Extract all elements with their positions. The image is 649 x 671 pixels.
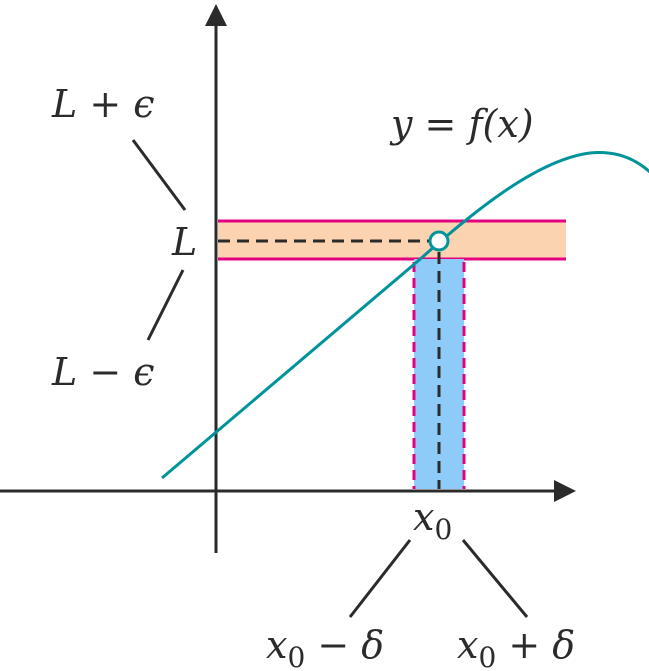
label-x0-plus-rest: + δ (496, 623, 575, 667)
label-x0-plus-delta: x0 + δ (457, 623, 575, 671)
label-x0-base: x (413, 495, 434, 539)
label-l-plus-epsilon: L + ϵ (51, 82, 155, 126)
label-x0-minus-subscript: 0 (287, 641, 305, 671)
function-curve (161, 151, 649, 480)
x-axis-arrowhead (554, 480, 576, 502)
label-x0-minus-delta: x0 − δ (266, 623, 384, 671)
y-axis-arrowhead (205, 4, 227, 26)
leader-line-l-plus-epsilon (131, 139, 187, 211)
leader-line-x0-plus-delta (461, 539, 529, 618)
label-l-minus-epsilon: L − ϵ (51, 350, 155, 394)
label-x0: x0 (413, 495, 452, 546)
label-x0-minus-base: x (266, 623, 287, 667)
leader-line-x0-minus-delta (348, 539, 412, 618)
label-x0-plus-base: x (457, 623, 478, 667)
curve-label: y = f(x) (389, 102, 534, 146)
label-l: L (171, 220, 197, 264)
label-x0-subscript: 0 (434, 513, 452, 546)
leader-line-l-minus-epsilon (146, 269, 185, 341)
label-x0-plus-subscript: 0 (478, 641, 496, 671)
label-x0-minus-rest: − δ (305, 623, 384, 667)
open-point (428, 230, 450, 252)
